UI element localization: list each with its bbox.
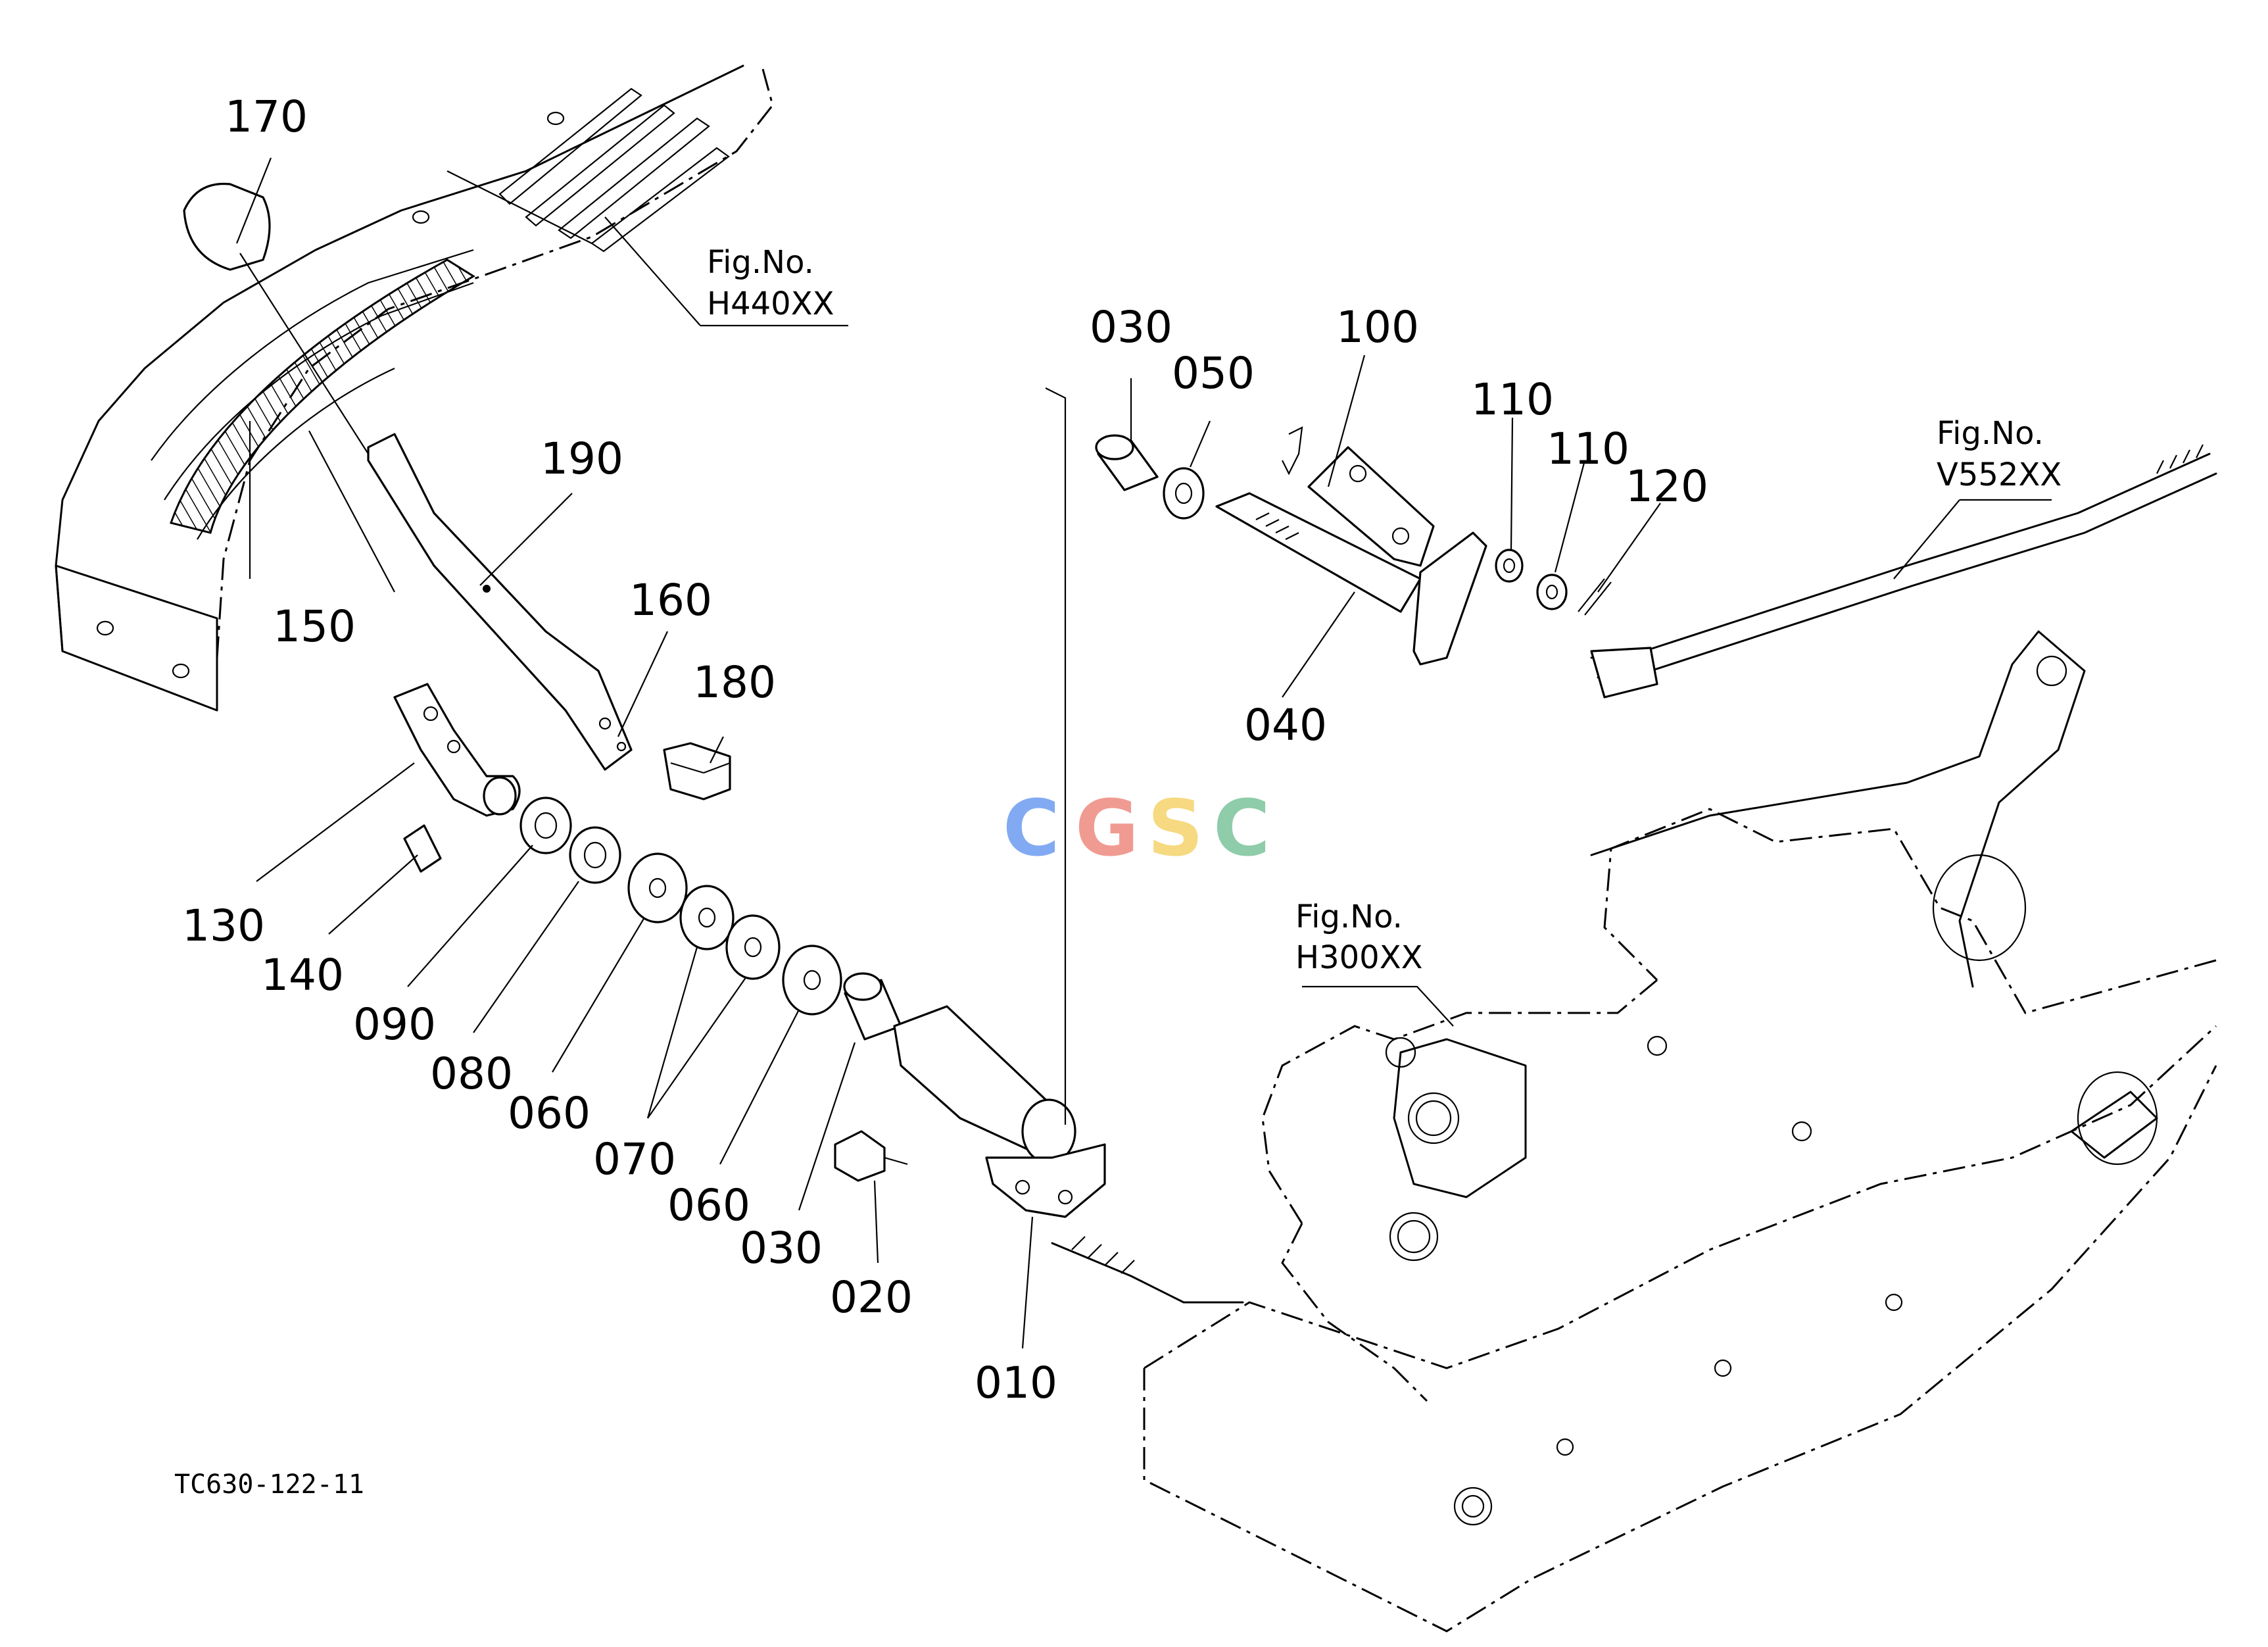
lever-190 [367,433,633,771]
callout-110-b: 110 [1547,424,1629,474]
drawing-code: TC630-122-11 [174,1469,364,1500]
washer-070-a [679,885,735,950]
callout-010: 010 [975,1358,1057,1408]
callout-130: 130 [182,900,265,951]
grease-fitting-020 [834,1130,908,1182]
watermark-letter-2: G [1075,783,1139,873]
lever-shaft-010 [893,1005,1106,1218]
ref-h300-line1: Fig.No. [1295,898,1403,935]
washer-070-b [725,914,781,980]
callout-060-a: 060 [508,1088,591,1139]
callout-030-a: 030 [740,1223,823,1273]
callout-100: 100 [1336,302,1419,353]
callout-150: 150 [273,601,356,652]
control-rod-v552 [1590,444,2217,699]
callout-060-b: 060 [667,1180,750,1231]
callout-090: 090 [353,999,436,1050]
callout-020: 020 [830,1272,913,1323]
spring-pin-140 [403,824,442,873]
watermark-letter-3: S [1147,783,1203,873]
cotter-pin-120 [1578,578,1612,616]
bushing-090 [519,797,572,854]
callout-120: 120 [1626,461,1708,512]
bushing-030-b [1095,434,1159,491]
callout-070: 070 [593,1134,676,1185]
lever-knob-170 [183,182,369,455]
ref-h440-line1: Fig.No. [707,244,814,281]
watermark-letter-1: C [1003,783,1060,873]
callout-labels: 170 190 150 160 180 130 140 090 080 060 … [182,91,1708,1408]
callout-170: 170 [225,91,308,142]
washer-110-a [1495,549,1524,583]
hydraulic-housing [1051,630,2217,1633]
bushing-030-a [843,972,902,1041]
callout-030-b: 030 [1090,302,1172,353]
fender-panel [55,64,774,712]
washer-060-b [782,945,842,1016]
callout-140: 140 [261,950,344,1000]
shaft-040 [1215,492,1487,666]
watermark-logo: C G S C [1003,783,1270,873]
callout-110-a: 110 [1471,374,1554,425]
washer-110-b [1536,574,1568,610]
callout-190: 190 [541,433,623,484]
callout-080: 080 [430,1048,513,1099]
washer-060-a [627,852,688,923]
ref-v552-line1: Fig.No. [1937,415,2044,452]
watermark-letter-4: C [1213,783,1270,873]
bushing-080 [569,826,621,884]
leader-lines [235,157,2052,1349]
bracket-130 [393,683,521,817]
callout-160: 160 [629,575,712,626]
callout-180: 180 [693,657,776,708]
washer-050 [1163,467,1205,520]
figure-references: Fig.No. H440XX Fig.No. V552XX Fig.No. H3… [707,244,2062,976]
ref-v552-line2: V552XX [1937,456,2062,493]
quadrant-scale [170,258,475,534]
arm-100 [1282,426,1435,567]
ref-h300-line2: H300XX [1295,939,1422,976]
ref-h440-line2: H440XX [707,285,834,322]
bolt-180 [663,742,731,800]
callout-040: 040 [1244,700,1327,750]
callout-050: 050 [1172,348,1255,399]
